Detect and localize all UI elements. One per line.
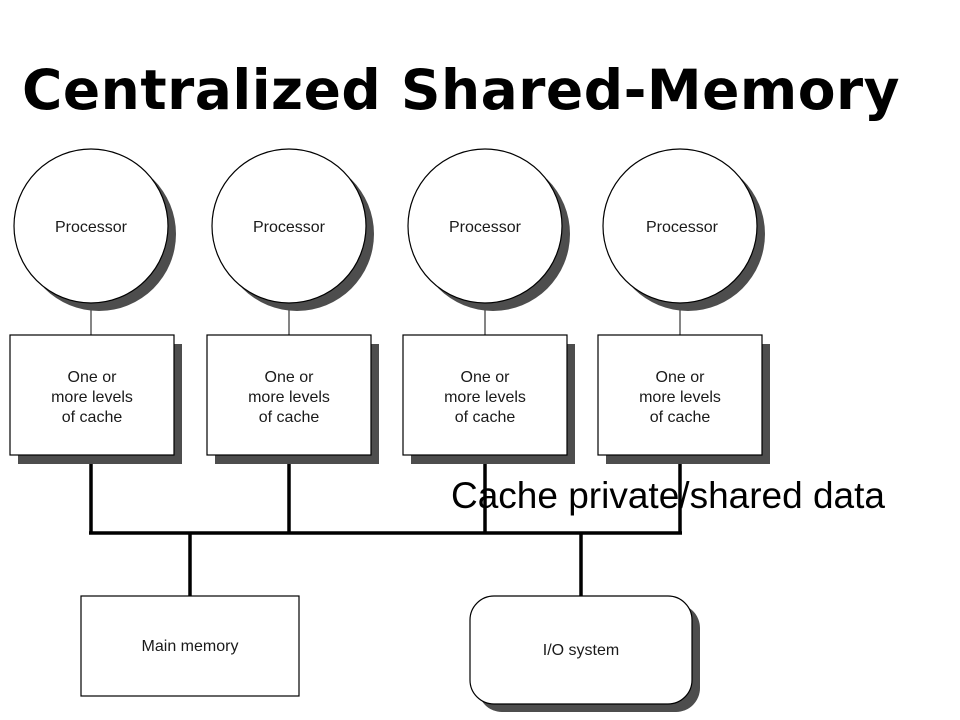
processor-label: Processor (449, 219, 522, 236)
processor-cache-links (90, 304, 681, 335)
cache-label-line: more levels (248, 389, 330, 406)
cache-label-line: One or (461, 369, 511, 386)
cache-label-line: One or (68, 369, 118, 386)
interconnect-bus (89, 455, 682, 596)
cache-label-line: One or (656, 369, 706, 386)
cache-label-line: of cache (455, 409, 516, 426)
slide-title: Centralized Shared-Memory (22, 58, 900, 122)
cache-data-annotation: Cache private/shared data (451, 475, 885, 516)
processor-node: Processor (407, 148, 570, 311)
cache-node: One or more levels of cache (402, 334, 575, 464)
cache-node: One or more levels of cache (206, 334, 379, 464)
cache-node: One or more levels of cache (9, 334, 182, 464)
cache-label-line: more levels (444, 389, 526, 406)
processor-label: Processor (646, 219, 719, 236)
cache-label-line: of cache (650, 409, 711, 426)
cache-label-line: of cache (259, 409, 320, 426)
main-memory-node: Main memory (80, 595, 300, 697)
main-memory-label: Main memory (142, 638, 239, 655)
processor-node: Processor (13, 148, 176, 311)
cache-label-line: more levels (639, 389, 721, 406)
cache-label-line: One or (265, 369, 315, 386)
processor-node: Processor (602, 148, 765, 311)
processor-node: Processor (211, 148, 374, 311)
cache-node: One or more levels of cache (597, 334, 770, 464)
cache-label-line: more levels (51, 389, 133, 406)
processor-label: Processor (253, 219, 326, 236)
processor-label: Processor (55, 219, 128, 236)
cache-label-line: of cache (62, 409, 123, 426)
io-system-label: I/O system (543, 642, 619, 659)
io-system-node: I/O system (469, 595, 700, 712)
